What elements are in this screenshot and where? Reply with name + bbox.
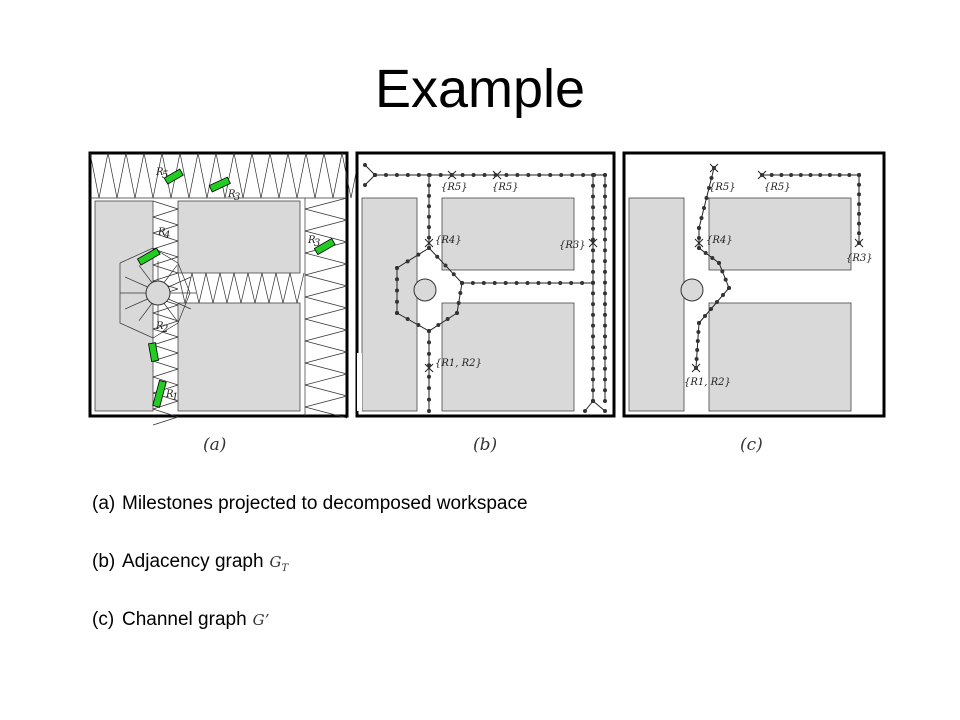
- panel-c: [622, 151, 886, 418]
- panel-b-label: (b): [473, 435, 497, 455]
- graph-symbol-gt: GT: [269, 553, 289, 574]
- svg-text:5: 5: [162, 170, 168, 181]
- slide-title: Example: [374, 59, 586, 119]
- svg-text:3: 3: [234, 192, 240, 203]
- panel-a-label: (a): [203, 435, 226, 455]
- svg-text:R: R: [307, 235, 316, 246]
- region-label: {R3}: [559, 240, 586, 251]
- svg-text:3: 3: [314, 238, 320, 249]
- region-label: {R4}: [706, 235, 733, 246]
- panel-a: R5 R3 R4 R3 R2 R1: [88, 151, 361, 426]
- svg-text:R: R: [155, 167, 164, 178]
- region-label: {R5}: [709, 182, 736, 193]
- svg-text:4: 4: [163, 230, 170, 241]
- workspace-figure: R5 R3 R4 R3 R2 R1 {R5}{R5}{R4}{R3}{R1, R…: [88, 151, 886, 455]
- region-label: {R5}: [441, 182, 468, 193]
- panel-b: [355, 151, 616, 418]
- svg-text:R: R: [165, 389, 174, 400]
- caption-a: (a)Milestones projected to decomposed wo…: [92, 493, 528, 514]
- graph-symbol-gprime: G’: [252, 611, 270, 629]
- region-label: {R5}: [764, 182, 791, 193]
- robot-group: [136, 168, 336, 408]
- svg-text:R: R: [227, 189, 236, 200]
- region-label: {R1, R2}: [435, 358, 482, 369]
- region-label: {R1, R2}: [684, 377, 731, 388]
- region-label: {R4}: [435, 235, 462, 246]
- panel-c-label: (c): [740, 435, 763, 455]
- region-label: {R3}: [846, 253, 873, 264]
- svg-text:2: 2: [161, 324, 168, 335]
- svg-text:R: R: [157, 227, 166, 238]
- svg-text:1: 1: [172, 392, 178, 403]
- svg-text:R: R: [155, 321, 164, 332]
- region-label: {R5}: [492, 182, 519, 193]
